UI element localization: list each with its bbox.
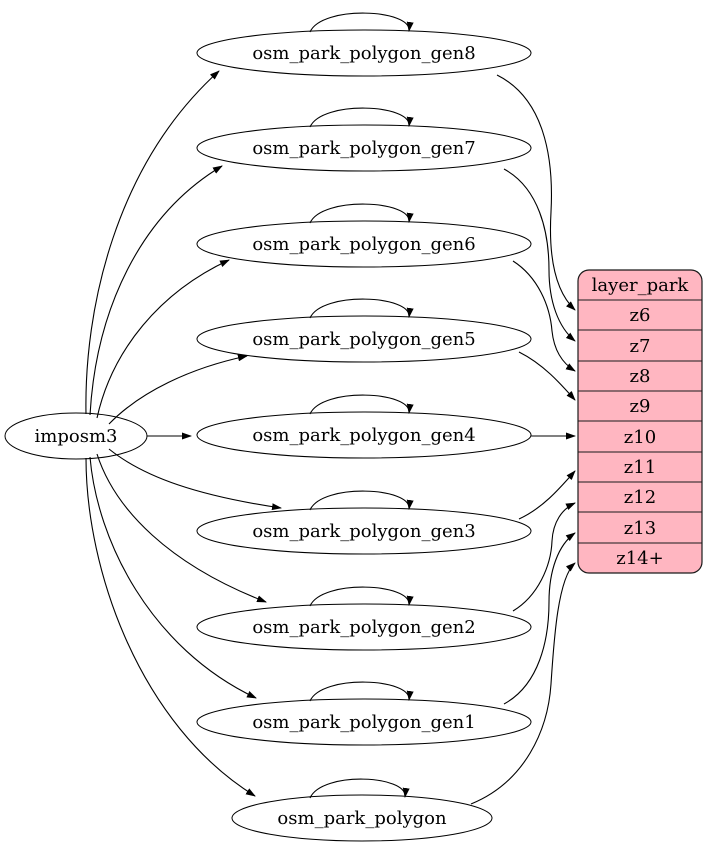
gen8-label: osm_park_polygon_gen8 (252, 43, 475, 64)
self-loop-gen5 (309, 298, 414, 319)
gen1-ellipse (196, 698, 532, 746)
edge-imposm3-to-gen5 (108, 354, 248, 425)
node-osm_park_polygon_gen7: osm_park_polygon_gen7 (196, 124, 532, 172)
self-loop-gen4 (309, 394, 414, 415)
layer-row-z13: z13 (624, 518, 656, 539)
node-layer_park: layer_park z6 z7 z8 z9 z10 z11 z12 z13 z… (577, 269, 703, 574)
imposm3-label: imposm3 (35, 426, 118, 447)
polygon-ellipse (231, 794, 493, 842)
edge-gen6-to-z8 (512, 260, 576, 372)
gen8-ellipse (196, 29, 532, 77)
gen7-label: osm_park_polygon_gen7 (252, 138, 475, 159)
edge-gen3-to-z11 (518, 470, 576, 520)
layer-row-z6: z6 (630, 305, 651, 326)
edge-imposm3-to-gen1 (89, 456, 257, 699)
gen5-ellipse (196, 315, 532, 363)
node-osm_park_polygon_gen8: osm_park_polygon_gen8 (196, 29, 532, 77)
graph-edges (85, 12, 576, 805)
node-osm_park_polygon: osm_park_polygon (231, 794, 493, 842)
edge-imposm3-to-gen2 (96, 453, 267, 603)
self-loop-gen2 (309, 586, 414, 607)
edge-imposm3-to-gen7 (89, 165, 223, 416)
gen3-ellipse (196, 507, 532, 555)
gen6-ellipse (196, 220, 532, 268)
node-osm_park_polygon_gen3: osm_park_polygon_gen3 (196, 507, 532, 555)
edge-gen5-to-z9 (518, 351, 576, 401)
gen1-label: osm_park_polygon_gen1 (252, 712, 475, 733)
self-loop-gen8 (309, 12, 414, 33)
gen5-label: osm_park_polygon_gen5 (252, 329, 475, 350)
self-loop-polygon (309, 778, 410, 799)
node-osm_park_polygon_gen5: osm_park_polygon_gen5 (196, 315, 532, 363)
gen2-ellipse (196, 603, 532, 651)
edge-imposm3-to-gen8 (85, 70, 220, 415)
layer-park-title: layer_park (592, 275, 690, 296)
layer-row-z8: z8 (630, 366, 651, 387)
layer-row-z7: z7 (630, 336, 651, 357)
edge-imposm3-to-polygon (85, 457, 256, 797)
layer-row-z9: z9 (630, 396, 651, 417)
node-osm_park_polygon_gen1: osm_park_polygon_gen1 (196, 698, 532, 746)
layer-row-z11: z11 (624, 457, 656, 478)
gen4-ellipse (196, 411, 532, 459)
node-osm_park_polygon_gen6: osm_park_polygon_gen6 (196, 220, 532, 268)
graph-nodes: imposm3 osm_park_polygon_gen8 osm_park_p… (4, 29, 703, 842)
edge-imposm3-to-gen6 (96, 259, 230, 419)
self-loop-gen3 (309, 490, 414, 511)
self-loop-gen7 (309, 107, 414, 128)
gen7-ellipse (196, 124, 532, 172)
layer-row-z14plus: z14+ (616, 548, 663, 569)
layer-row-z10: z10 (624, 427, 656, 448)
layer-row-z12: z12 (624, 487, 656, 508)
gen4-label: osm_park_polygon_gen4 (252, 425, 475, 446)
node-osm_park_polygon_gen2: osm_park_polygon_gen2 (196, 603, 532, 651)
edge-gen7-to-z7 (503, 168, 576, 342)
self-loop-gen1 (309, 681, 414, 702)
edge-gen2-to-z12 (512, 502, 576, 612)
edge-gen1-to-z13 (503, 532, 576, 705)
gen3-label: osm_park_polygon_gen3 (252, 521, 475, 542)
node-osm_park_polygon_gen4: osm_park_polygon_gen4 (196, 411, 532, 459)
self-loop-gen6 (309, 203, 414, 224)
edge-polygon-to-z14plus (470, 562, 576, 805)
polygon-label: osm_park_polygon (277, 808, 447, 829)
node-imposm3: imposm3 (4, 412, 148, 460)
gen2-label: osm_park_polygon_gen2 (252, 617, 475, 638)
edge-imposm3-to-gen3 (108, 448, 282, 511)
edge-gen8-to-z6 (496, 74, 576, 311)
gen6-label: osm_park_polygon_gen6 (252, 234, 475, 255)
